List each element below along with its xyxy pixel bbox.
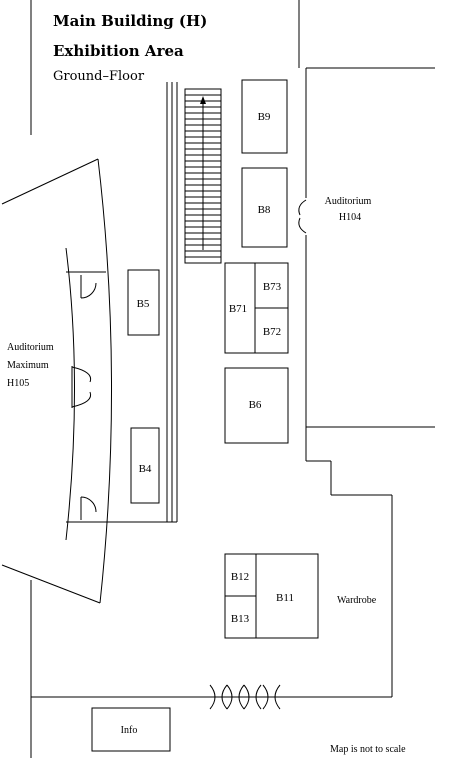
booth-group-b1	[224, 553, 319, 639]
auditorium-h104-line2: H104	[339, 212, 361, 223]
building-walls	[30, 0, 435, 758]
booth-b5[interactable]: B5	[127, 269, 160, 336]
booth-b72[interactable]: B72	[263, 326, 281, 338]
booth-b73[interactable]: B73	[263, 281, 282, 293]
info-label: Info	[121, 725, 138, 736]
info-desk[interactable]: Info	[91, 707, 171, 752]
staircase	[184, 88, 222, 264]
wardrobe-label[interactable]: Wardrobe	[337, 595, 377, 606]
booth-b5-label: B5	[137, 298, 150, 310]
booth-b8[interactable]: B8	[241, 167, 288, 248]
area-title: Exhibition Area	[53, 42, 184, 60]
booth-b71[interactable]: B71	[229, 303, 247, 315]
entrance-doors	[209, 684, 281, 710]
auditorium-maximum-label[interactable]: Auditorium Maximum H105	[7, 342, 54, 389]
booth-b6-label: B6	[249, 399, 262, 411]
scale-note: Map is not to scale	[330, 744, 406, 755]
auditorium-maximum-line2: Maximum	[7, 360, 49, 371]
booth-b4-label: B4	[139, 463, 152, 475]
booth-b9-label: B9	[258, 111, 271, 123]
auditorium-maximum-line3: H105	[7, 378, 29, 389]
booth-b12[interactable]: B12	[231, 571, 249, 583]
floor-title: Ground–Floor	[53, 69, 145, 84]
booth-b13[interactable]: B13	[231, 613, 250, 625]
auditorium-h104-label[interactable]: Auditorium H104	[325, 196, 372, 223]
booth-group-b7	[224, 262, 289, 354]
booth-b4[interactable]: B4	[130, 427, 160, 504]
auditorium-h104-line1: Auditorium	[325, 196, 372, 207]
auditorium-maximum-walls	[1, 158, 119, 604]
booth-b9[interactable]: B9	[241, 79, 288, 154]
auditorium-h104-door	[298, 199, 307, 234]
building-title: Main Building (H)	[53, 12, 207, 30]
corridor-walls	[119, 82, 178, 523]
booth-b8-label: B8	[258, 204, 271, 216]
auditorium-maximum-line1: Auditorium	[7, 342, 54, 353]
booth-b11[interactable]: B11	[276, 592, 294, 604]
booth-b6[interactable]: B6	[224, 367, 289, 444]
